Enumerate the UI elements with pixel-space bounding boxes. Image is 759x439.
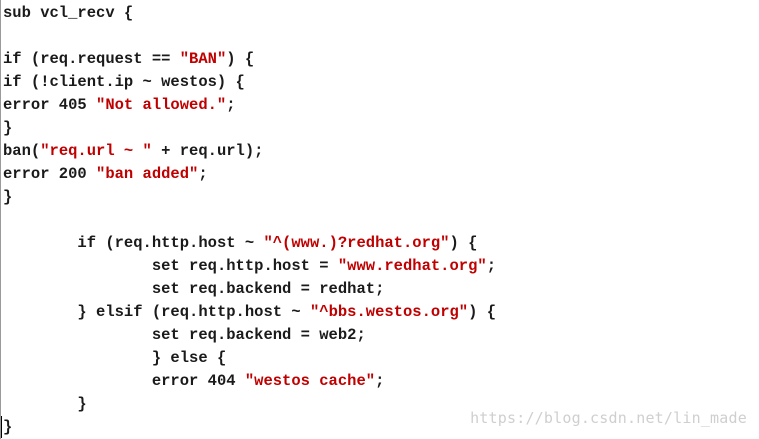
code-line: sub vcl_recv { bbox=[3, 2, 496, 25]
code-indent bbox=[3, 326, 152, 344]
code-line bbox=[3, 209, 496, 232]
code-line: } bbox=[3, 117, 496, 140]
code-token: error 405 bbox=[3, 96, 97, 114]
code-token: set req.http.host = bbox=[151, 257, 338, 275]
code-line: error 404 "westos cache"; bbox=[3, 370, 496, 393]
code-token: error 404 bbox=[151, 372, 245, 390]
code-token: } bbox=[3, 188, 13, 206]
code-line: } bbox=[3, 186, 496, 209]
code-token: if (req.http.host ~ bbox=[77, 234, 264, 252]
code-line: } bbox=[3, 416, 496, 439]
code-listing[interactable]: sub vcl_recv {if (req.request == "BAN") … bbox=[3, 2, 496, 439]
code-string-literal: "^bbs.westos.org" bbox=[309, 303, 469, 321]
code-indent bbox=[3, 395, 77, 413]
code-token: ) { bbox=[468, 303, 497, 321]
code-string-literal: "ban added" bbox=[96, 165, 199, 183]
code-line: } elsif (req.http.host ~ "^bbs.westos.or… bbox=[3, 301, 496, 324]
code-token: sub vcl_recv { bbox=[3, 4, 134, 22]
text-cursor bbox=[1, 416, 2, 438]
watermark: https://blog.csdn.net/lin_made bbox=[470, 409, 747, 427]
code-line: ban("req.url ~ " + req.url); bbox=[3, 140, 496, 163]
code-token: } elsif (req.http.host ~ bbox=[77, 303, 310, 321]
code-token: ban( bbox=[3, 142, 41, 160]
code-token: ; bbox=[226, 96, 236, 114]
code-string-literal: "BAN" bbox=[179, 50, 227, 68]
code-token: } bbox=[3, 119, 13, 137]
code-token: } bbox=[77, 395, 87, 413]
code-token: ; bbox=[375, 372, 385, 390]
code-line: if (req.http.host ~ "^(www.)?redhat.org"… bbox=[3, 232, 496, 255]
code-line: error 405 "Not allowed."; bbox=[3, 94, 496, 117]
code-line: set req.backend = web2; bbox=[3, 324, 496, 347]
code-indent bbox=[3, 303, 77, 321]
code-indent bbox=[3, 349, 152, 367]
code-indent bbox=[3, 257, 152, 275]
code-token: + req.url); bbox=[151, 142, 264, 160]
code-line: } bbox=[3, 393, 496, 416]
code-line: set req.http.host = "www.redhat.org"; bbox=[3, 255, 496, 278]
code-indent bbox=[3, 372, 152, 390]
code-line: } else { bbox=[3, 347, 496, 370]
code-line: if (!client.ip ~ westos) { bbox=[3, 71, 496, 94]
code-string-literal: "westos cache" bbox=[244, 372, 376, 390]
code-line bbox=[3, 25, 496, 48]
code-token: ) { bbox=[449, 234, 478, 252]
code-string-literal: "^(www.)?redhat.org" bbox=[263, 234, 450, 252]
code-string-literal: "www.redhat.org" bbox=[337, 257, 487, 275]
code-token: if (!client.ip ~ westos) { bbox=[3, 73, 245, 91]
code-string-literal: "Not allowed." bbox=[96, 96, 227, 114]
code-line: set req.backend = redhat; bbox=[3, 278, 496, 301]
code-token: error 200 bbox=[3, 165, 97, 183]
code-token: } bbox=[3, 418, 13, 436]
code-string-literal: "req.url ~ " bbox=[40, 142, 152, 160]
code-token: ) { bbox=[226, 50, 255, 68]
code-indent bbox=[3, 234, 77, 252]
code-token: set req.backend = web2; bbox=[151, 326, 366, 344]
code-token: } else { bbox=[151, 349, 227, 367]
code-token: if (req.request == bbox=[3, 50, 180, 68]
code-token: ; bbox=[486, 257, 496, 275]
code-indent bbox=[3, 280, 152, 298]
code-token: ; bbox=[198, 165, 208, 183]
code-line: error 200 "ban added"; bbox=[3, 163, 496, 186]
code-token: set req.backend = redhat; bbox=[151, 280, 385, 298]
code-line: if (req.request == "BAN") { bbox=[3, 48, 496, 71]
